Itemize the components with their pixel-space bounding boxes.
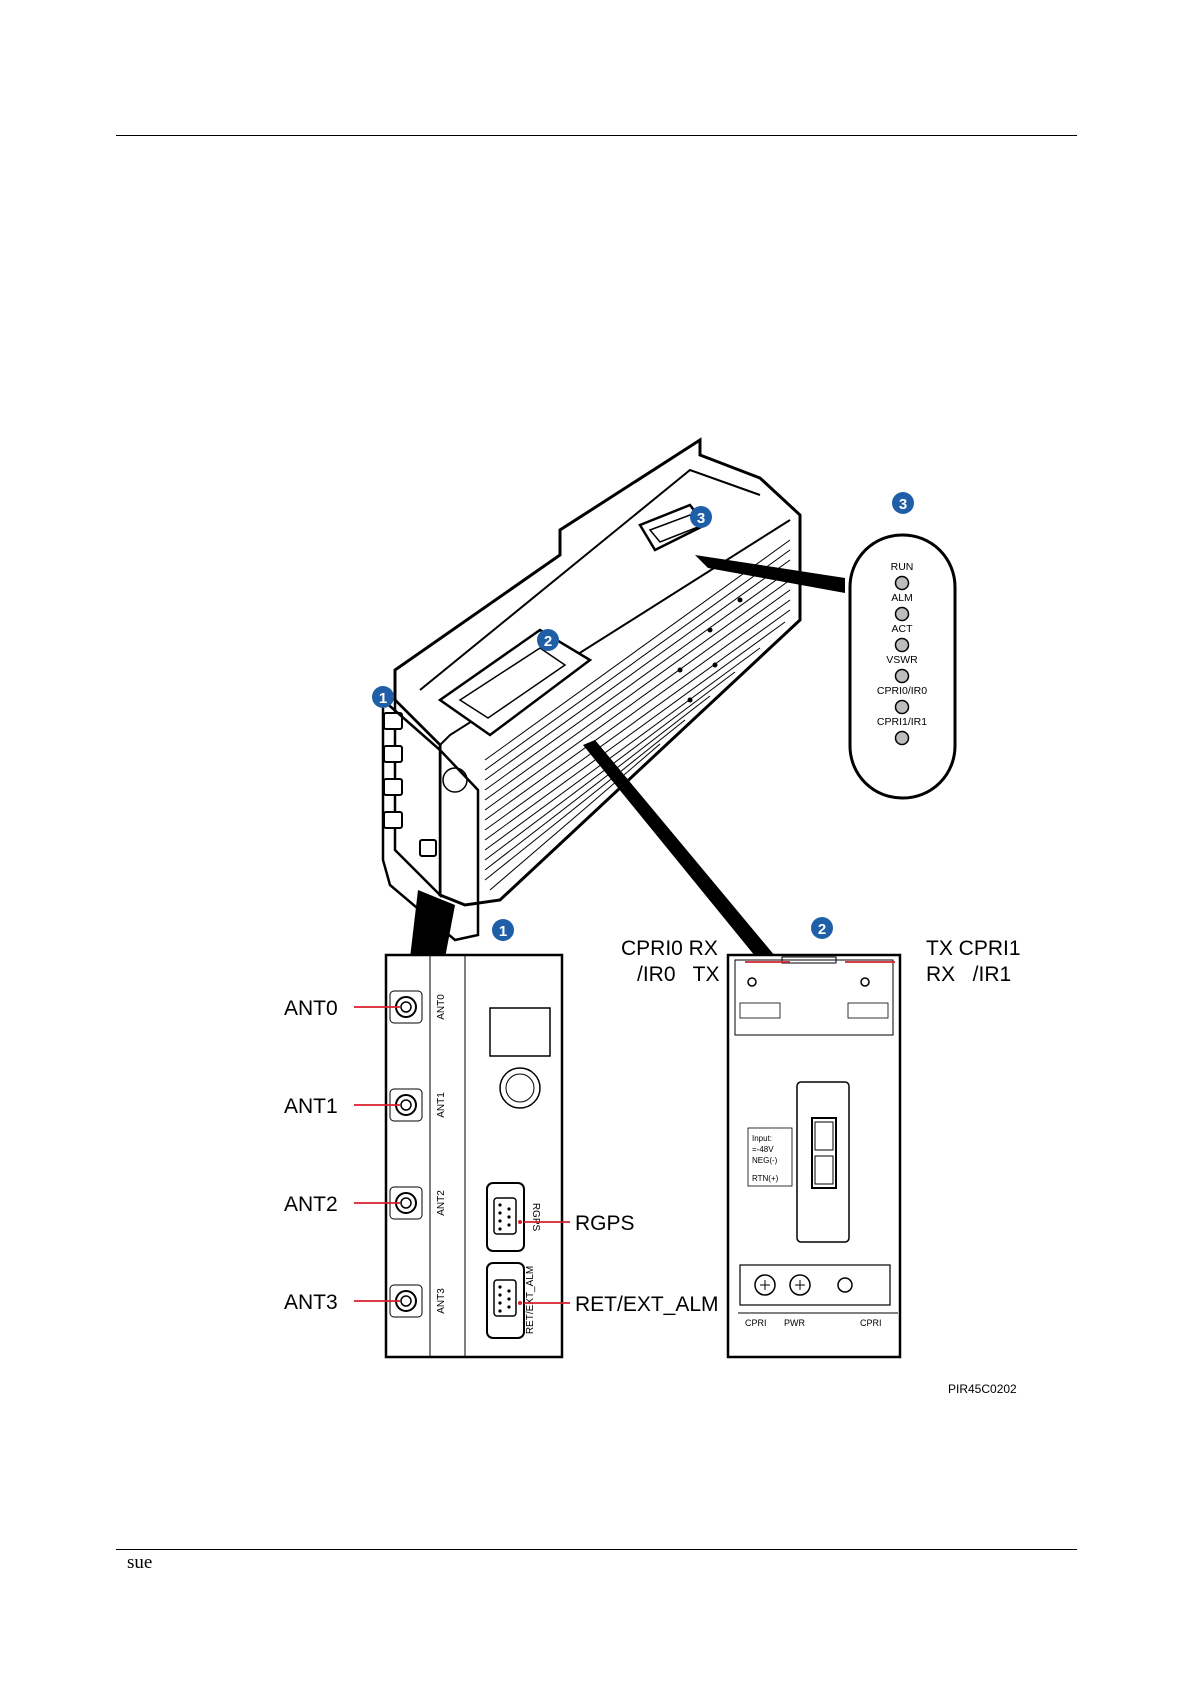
callout-3-top: 3: [690, 506, 712, 528]
footer-rule: [116, 1549, 1077, 1550]
led-indicator: [896, 732, 909, 745]
cpri0-line1: CPRI0 RX: [621, 937, 718, 960]
svg-text:1: 1: [499, 923, 507, 940]
power-text-line: =-48V: [752, 1145, 774, 1154]
led-label: VSWR: [886, 654, 918, 666]
led-label: CPRI0/IR0: [877, 685, 927, 697]
cpri1-line2: RX /IR1: [926, 963, 1011, 986]
antenna-silk: ANT2: [436, 1190, 447, 1216]
svg-text:2: 2: [544, 633, 552, 650]
svg-text:1: 1: [379, 690, 387, 707]
figure-code: PIR45C0202: [948, 1382, 1017, 1396]
ret-silk: RET/EXT_ALM: [525, 1266, 536, 1334]
led-indicator: [896, 701, 909, 714]
led-indicator: [896, 608, 909, 621]
callout-2-panel: 2: [811, 917, 833, 939]
power-text-line: Input:: [752, 1134, 772, 1143]
led-label: ACT: [892, 623, 914, 635]
antenna-label: ANT0: [284, 997, 338, 1020]
callout-1-top: 1: [372, 686, 394, 708]
antenna-silk: ANT3: [436, 1288, 447, 1314]
rru-unit-illustration: [383, 440, 800, 940]
led-indicator: [896, 577, 909, 590]
antenna-label: ANT1: [284, 1095, 338, 1118]
led-label: RUN: [891, 561, 914, 573]
led-label: ALM: [891, 592, 913, 604]
svg-text:2: 2: [818, 921, 826, 938]
led-indicator: [896, 639, 909, 652]
antenna-label: ANT2: [284, 1193, 338, 1216]
rgps-label: RGPS: [575, 1212, 635, 1235]
led-label: CPRI1/IR1: [877, 716, 927, 728]
ret-label: RET/EXT_ALM: [575, 1293, 719, 1316]
callout-3-panel: 3: [892, 492, 914, 514]
callout-1-panel: 1: [492, 919, 514, 941]
bottom-port-label: CPRI: [745, 1318, 767, 1328]
antenna-silk: ANT0: [436, 994, 447, 1020]
power-text-line: RTN(+): [752, 1174, 779, 1183]
bottom-port-label: PWR: [784, 1318, 805, 1328]
power-text-line: NEG(-): [752, 1156, 778, 1165]
antenna-label: ANT3: [284, 1291, 338, 1314]
svg-text:3: 3: [697, 510, 705, 527]
callout-2-top: 2: [537, 629, 559, 651]
led-indicator: [896, 670, 909, 683]
rgps-silk: RGPS: [530, 1203, 541, 1232]
cpri0-line2: /IR0 TX: [637, 963, 719, 986]
svg-text:3: 3: [899, 496, 907, 513]
antenna-silk: ANT1: [436, 1092, 447, 1118]
footer-text: sue: [127, 1552, 152, 1574]
cpri1-line1: TX CPRI1: [926, 937, 1021, 960]
bottom-port-label: CPRI: [860, 1318, 882, 1328]
